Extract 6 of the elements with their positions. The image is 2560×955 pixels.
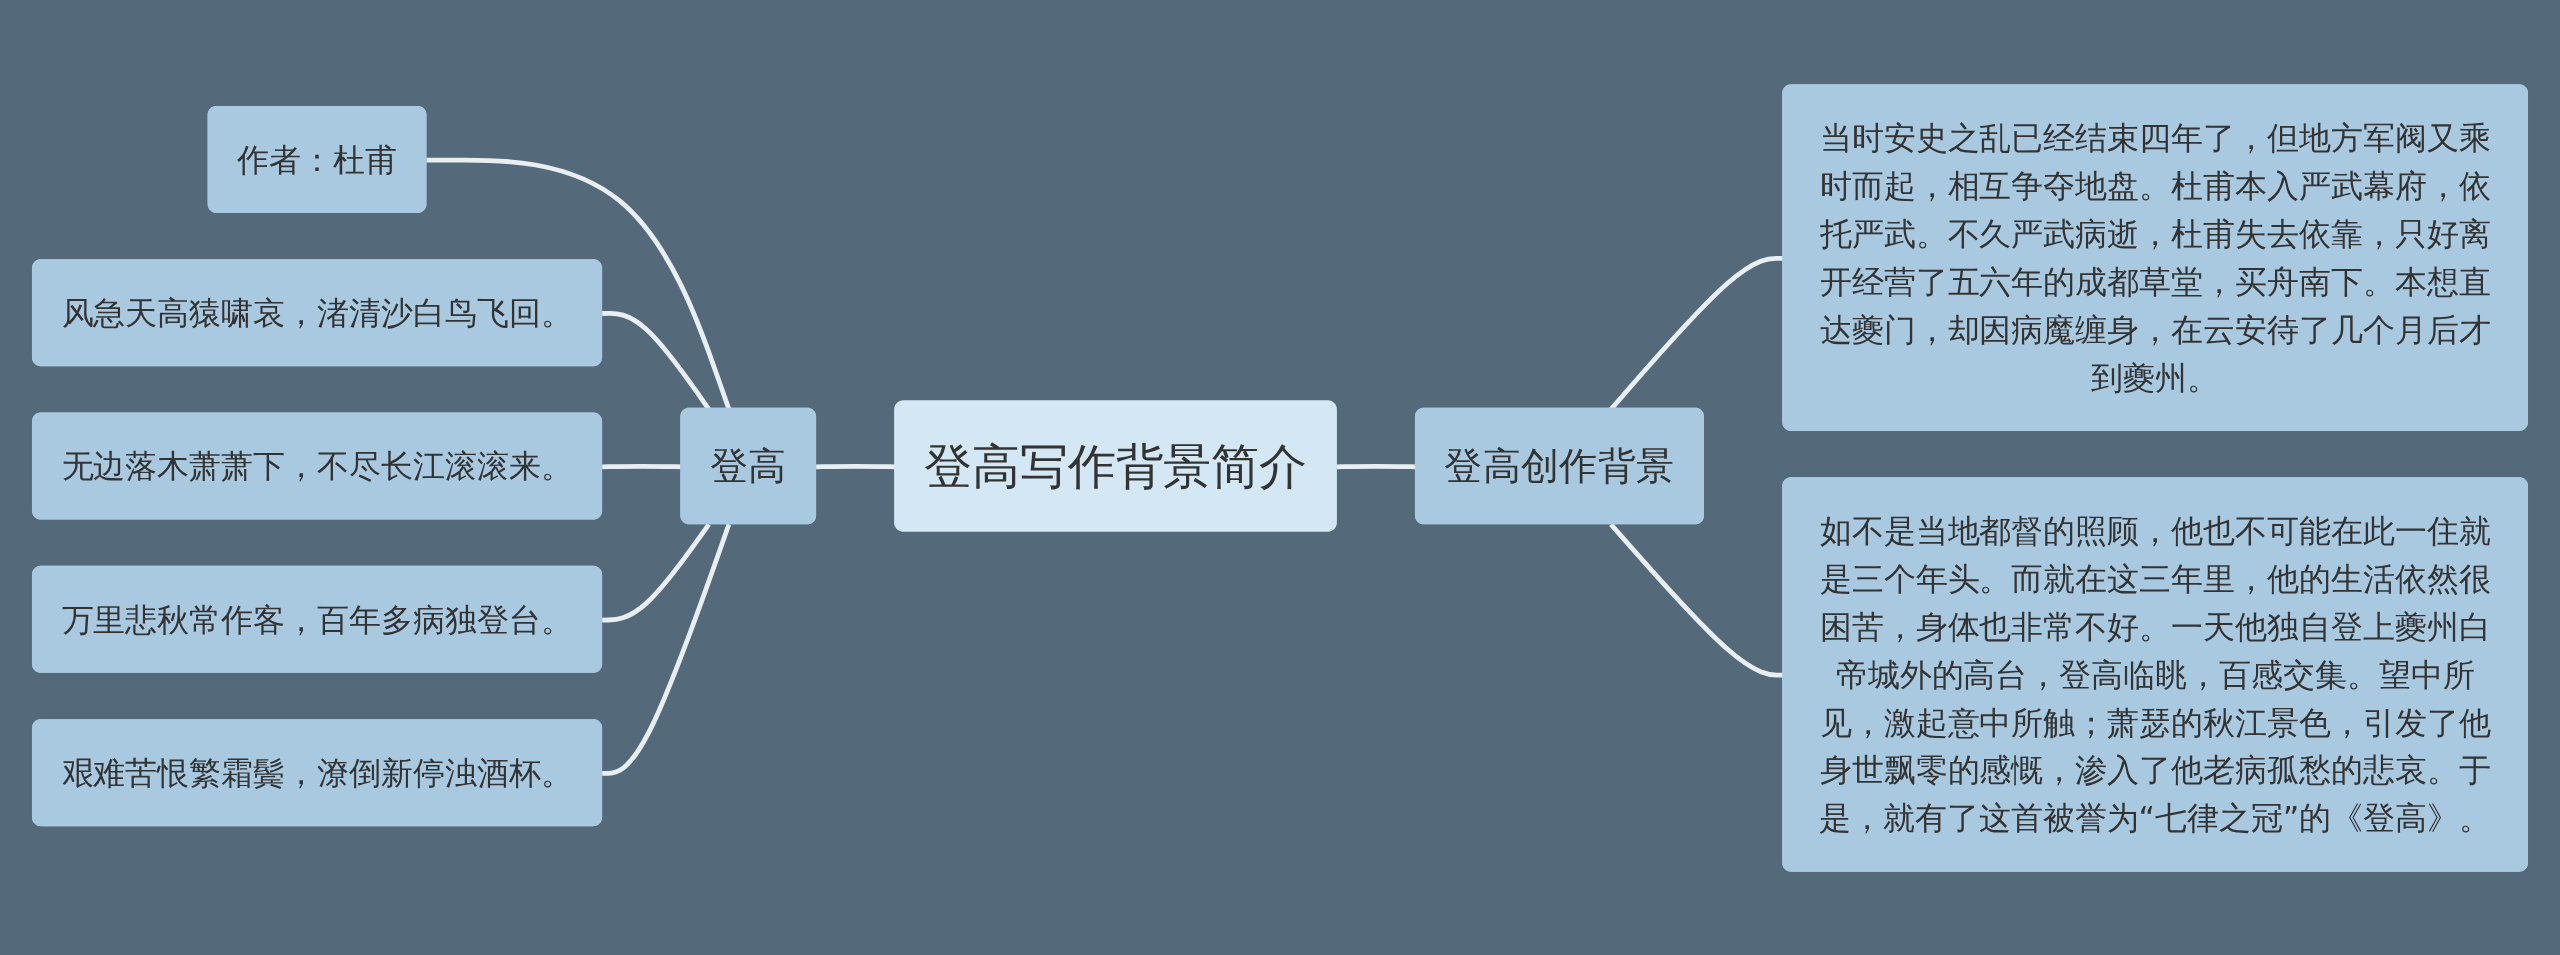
connector [602, 522, 711, 623]
connector [426, 157, 732, 410]
connector [816, 463, 896, 469]
connector [602, 523, 732, 776]
connector [602, 463, 682, 469]
connector [1609, 522, 1784, 678]
